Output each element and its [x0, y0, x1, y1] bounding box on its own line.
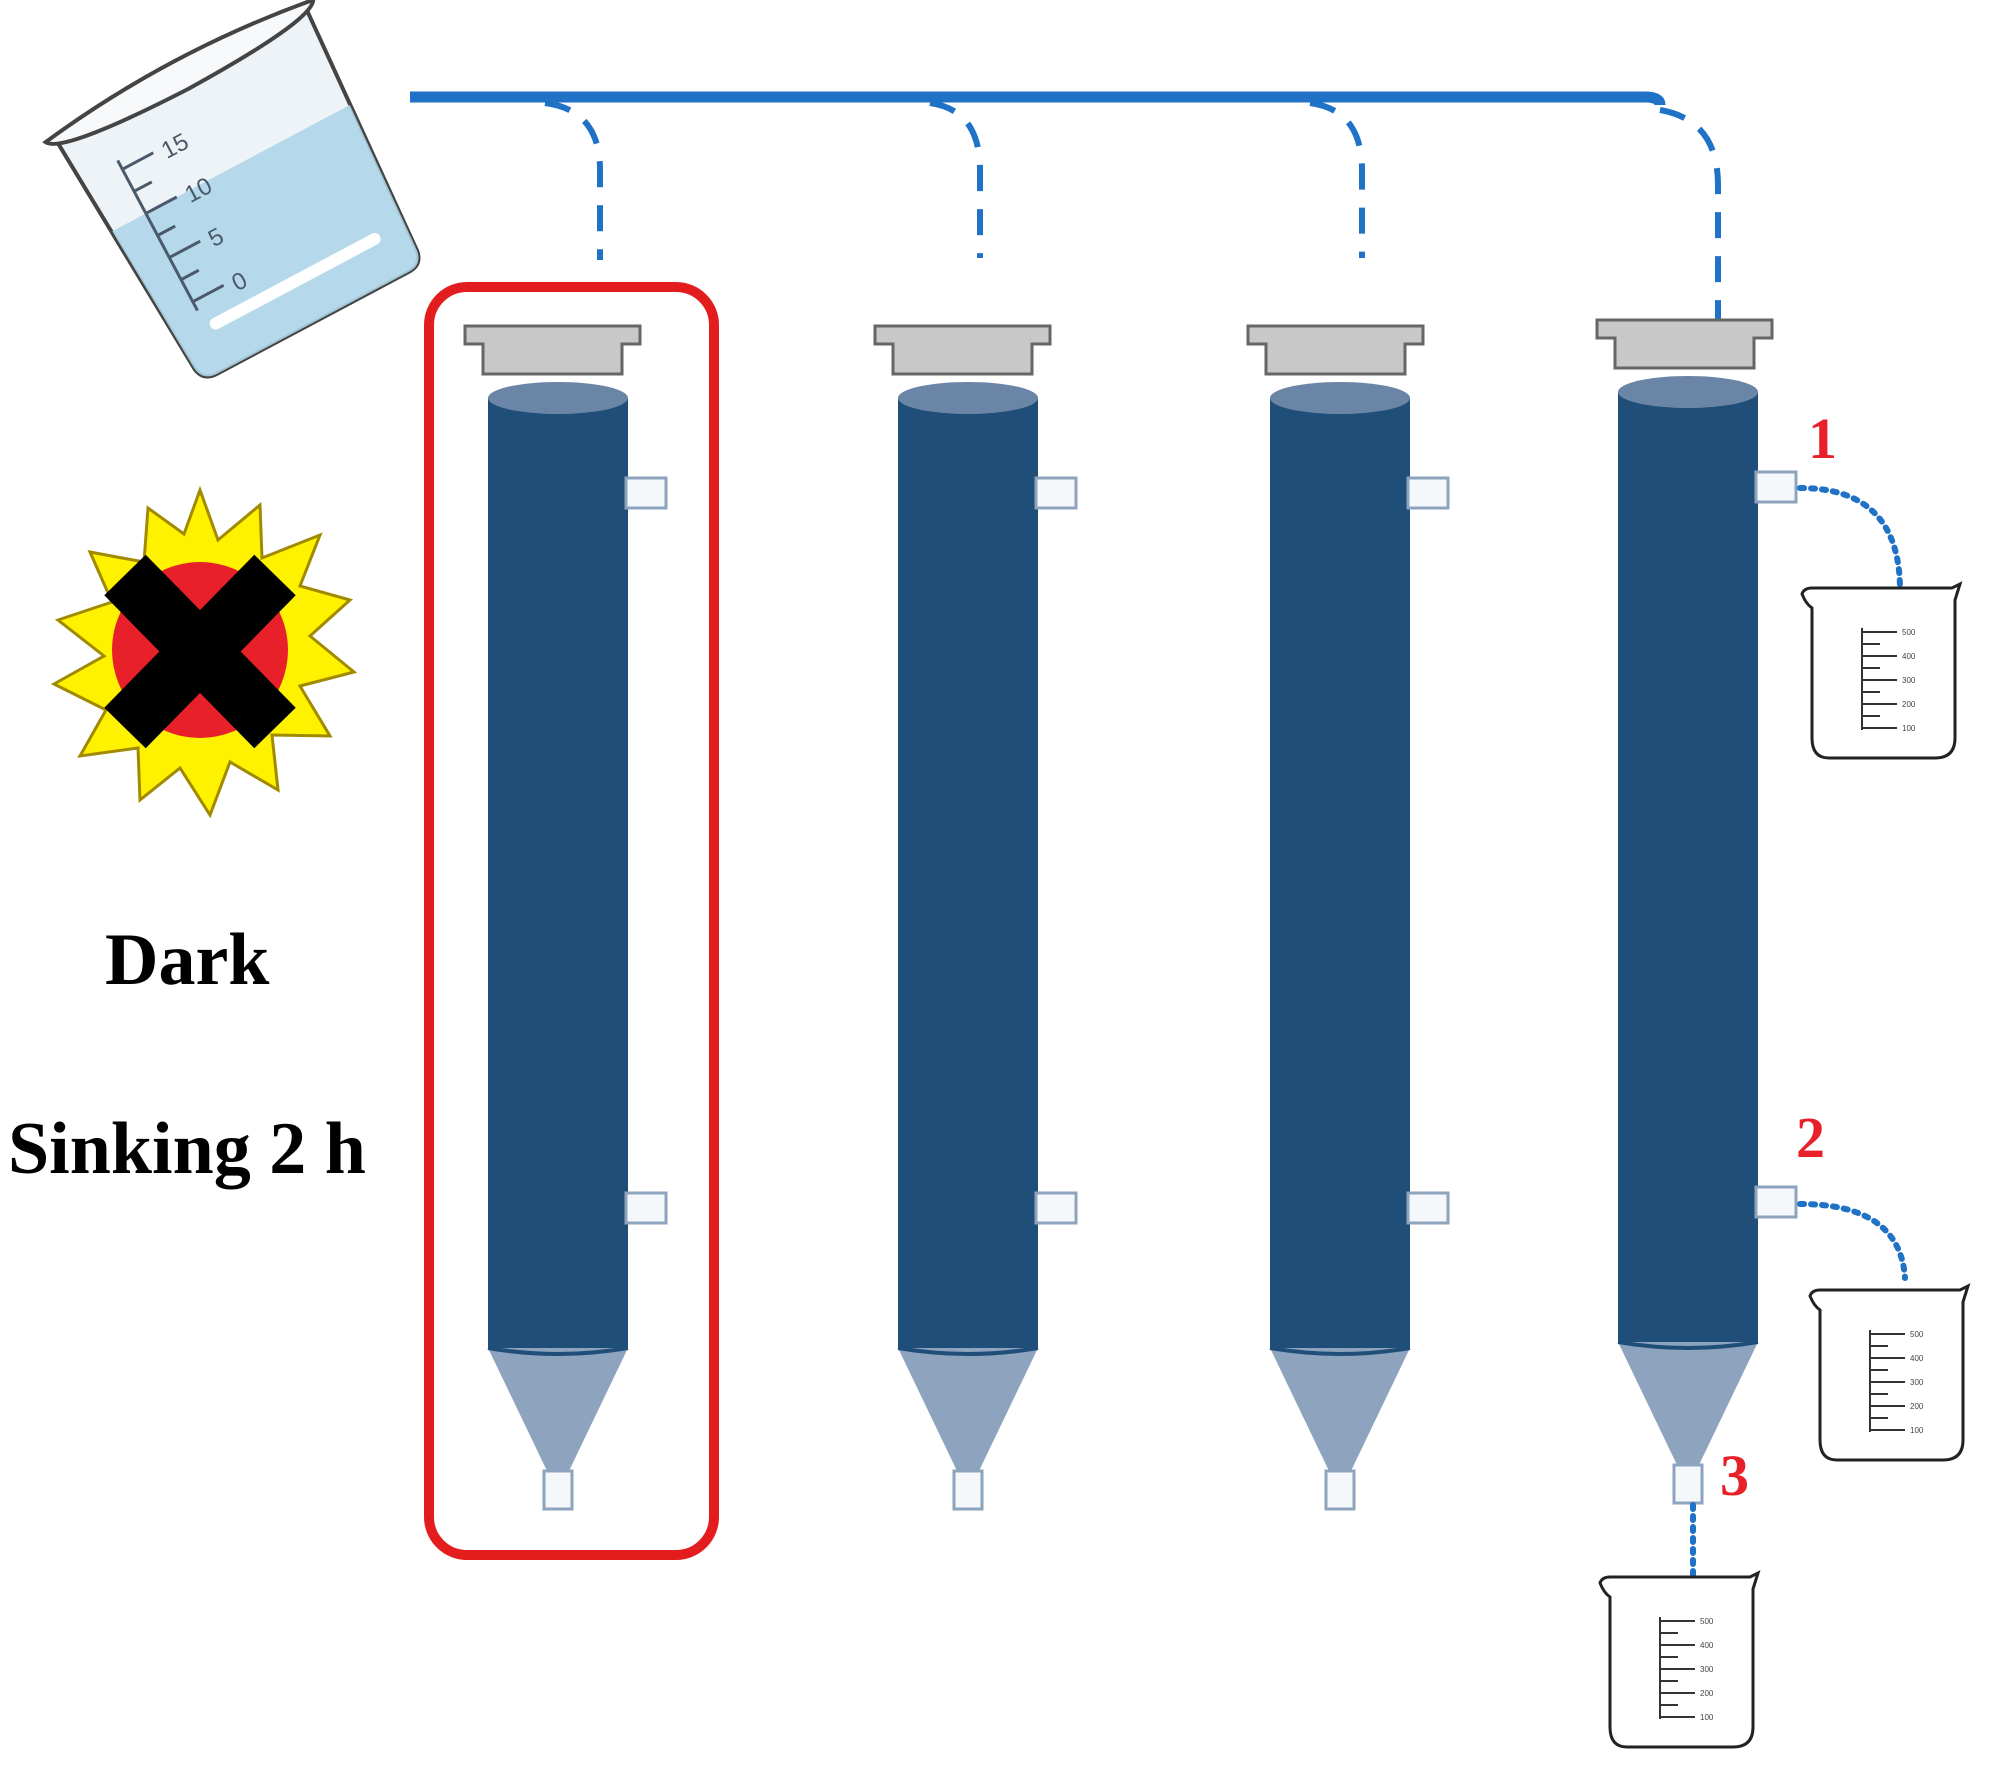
column-1 [463, 324, 668, 1511]
crossed-out-sun-icon [50, 485, 358, 819]
column-4 [1595, 318, 1798, 1505]
pouring-beaker-icon: 0 5 10 15 [42, 0, 421, 379]
dark-label: Dark [105, 919, 270, 1001]
collection-beaker-icon [1808, 1284, 1970, 1462]
column-2 [873, 324, 1078, 1511]
distribution-pipe [410, 91, 1721, 330]
column-3 [1246, 324, 1450, 1511]
port-number-3: 3 [1720, 1443, 1749, 1508]
port-number-2: 2 [1796, 1105, 1825, 1170]
collection-beaker-icon [1800, 582, 1962, 760]
sinking-time-label: Sinking 2 h [8, 1108, 366, 1190]
highlight-box [424, 282, 719, 1560]
port-number-1: 1 [1808, 406, 1837, 471]
collection-beaker-icon [1598, 1571, 1760, 1749]
